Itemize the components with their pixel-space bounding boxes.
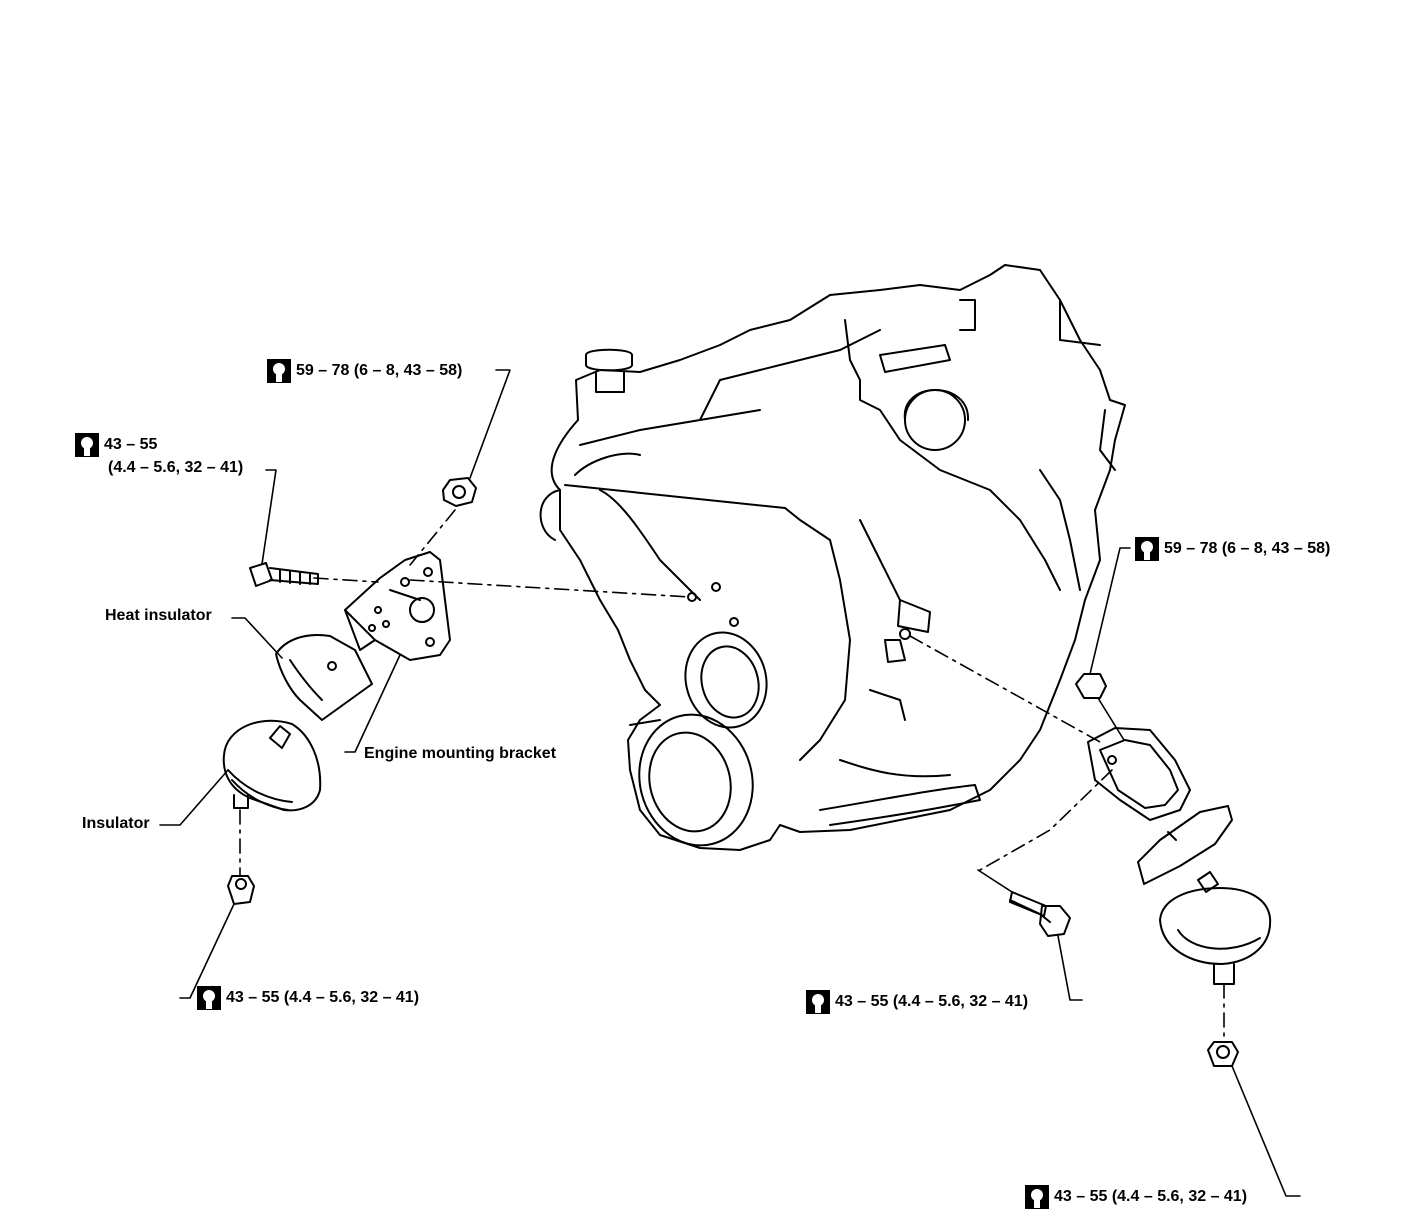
torque-label-right-nut: 59 – 78 (6 – 8, 43 – 58)	[1134, 536, 1330, 562]
right-insulator	[1159, 887, 1272, 965]
engine-mounting-bracket-label: Engine mounting bracket	[364, 745, 557, 762]
leader-lines	[159, 369, 1301, 1197]
torque-label-right-bolt: 43 – 55 (4.4 – 5.6, 32 – 41)	[805, 989, 1028, 1015]
alignment-lines	[239, 509, 1225, 1043]
torque-wrench-icon	[75, 433, 99, 457]
torque-value: 43 – 55	[104, 436, 158, 453]
heat-insulator-label: Heat insulator	[105, 607, 212, 624]
torque-value: 59 – 78 (6 – 8, 43 – 58)	[1164, 540, 1331, 557]
left-bolt	[249, 562, 273, 587]
right-top-nut	[1075, 673, 1107, 699]
torque-wrench-icon	[1025, 1185, 1049, 1209]
torque-label-right-lower-nut: 43 – 55 (4.4 – 5.6, 32 – 41)	[1024, 1184, 1247, 1210]
left-top-nut	[442, 477, 477, 507]
torque-value: 59 – 78 (6 – 8, 43 – 58)	[296, 362, 463, 379]
torque-wrench-icon	[1135, 537, 1159, 561]
torque-value: 43 – 55 (4.4 – 5.6, 32 – 41)	[1054, 1188, 1248, 1205]
torque-value: 43 – 55 (4.4 – 5.6, 32 – 41)	[226, 989, 420, 1006]
left-insulator	[222, 719, 322, 812]
engine-block	[539, 264, 1126, 851]
torque-label-left-lower-nut: 43 – 55 (4.4 – 5.6, 32 – 41)	[196, 985, 419, 1011]
torque-wrench-icon	[806, 990, 830, 1014]
torque-label-top-nut: 59 – 78 (6 – 8, 43 – 58)	[266, 358, 462, 384]
insulator-label: Insulator	[82, 815, 150, 832]
torque-wrench-icon	[267, 359, 291, 383]
torque-value-sub: (4.4 – 5.6, 32 – 41)	[108, 459, 244, 476]
torque-value: 43 – 55 (4.4 – 5.6, 32 – 41)	[835, 993, 1029, 1010]
engine-mounting-bracket	[344, 551, 451, 661]
left-mount-parts	[222, 477, 477, 905]
right-lower-nut	[1207, 1041, 1239, 1067]
torque-label-left-bolt: 43 – 55 (4.4 – 5.6, 32 – 41)	[74, 432, 243, 478]
right-mount-bracket	[1087, 727, 1191, 821]
right-heat-insulator	[1137, 805, 1233, 885]
torque-wrench-icon	[197, 986, 221, 1010]
heat-insulator	[275, 634, 373, 721]
right-mount-parts	[1009, 673, 1272, 1067]
